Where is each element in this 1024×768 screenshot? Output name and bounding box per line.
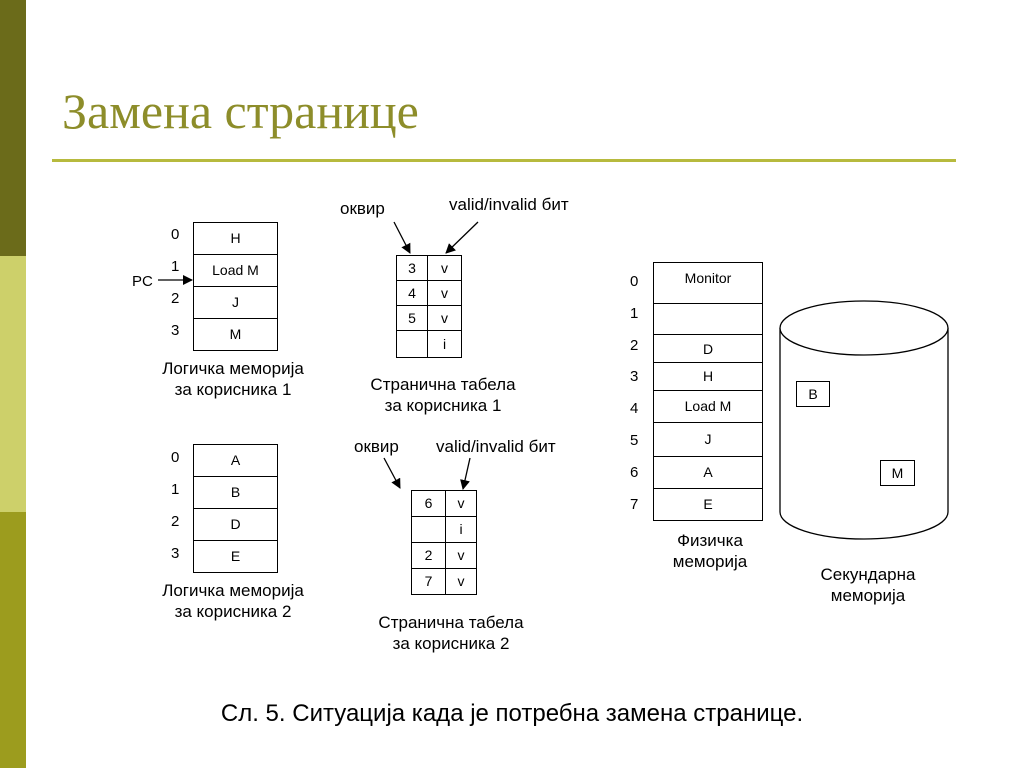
memory-frame: A (653, 456, 763, 489)
frame-index: 0 (630, 273, 639, 290)
frame-index: 5 (630, 432, 639, 449)
frame-cell: 5 (396, 305, 428, 331)
memory-frame: D (653, 334, 763, 363)
pc-label: PC (132, 273, 153, 290)
valid-invalid-label: valid/invalid бит (449, 195, 569, 214)
stored-page-m: M (880, 460, 915, 486)
frame-cell (396, 330, 428, 358)
index-label: 3 (171, 545, 180, 562)
accent-bar-top (0, 0, 26, 256)
bit-cell: i (427, 330, 462, 358)
logical-memory-2-label: Логичка меморија за корисника 2 (162, 581, 304, 621)
frame-arrow-1 (393, 221, 411, 254)
physical-memory-label: Физичка меморија (672, 531, 748, 571)
valid-invalid-label: valid/invalid бит (436, 437, 556, 456)
frame-index: 1 (630, 305, 639, 322)
memory-page: H (193, 222, 278, 255)
frame-cell: 2 (411, 542, 446, 569)
title-divider (52, 159, 956, 162)
frame-cell: 3 (396, 255, 428, 281)
memory-frame: Load M (653, 390, 763, 423)
memory-frame: E (653, 488, 763, 521)
memory-page: E (193, 540, 278, 573)
valid-arrow-1 (445, 221, 479, 254)
slide-title: Замена странице (62, 83, 419, 139)
page-table-2-label: Странична табела за корисника 2 (378, 613, 524, 653)
memory-page: M (193, 318, 278, 351)
index-label: 1 (171, 258, 180, 275)
accent-bar-middle (0, 256, 26, 512)
index-label: 2 (171, 290, 180, 307)
index-label: 2 (171, 513, 180, 530)
bit-cell: i (445, 516, 477, 543)
secondary-memory-cylinder (779, 300, 949, 540)
stored-page-b: B (796, 381, 830, 407)
frame-index: 3 (630, 368, 639, 385)
memory-page: Load M (193, 254, 278, 287)
memory-frame (653, 303, 763, 335)
index-label: 0 (171, 449, 180, 466)
frame-cell: 4 (396, 280, 428, 306)
monitor-frame: Monitor (653, 262, 763, 304)
memory-frame: J (653, 422, 763, 457)
frame-label: оквир (354, 437, 399, 456)
accent-bar-bottom (0, 512, 26, 768)
memory-page: J (193, 286, 278, 319)
valid-arrow-2 (460, 457, 471, 490)
bit-cell: v (445, 568, 477, 595)
bit-cell: v (445, 490, 477, 517)
secondary-memory-label: Секундарна меморија (820, 565, 916, 605)
figure-caption: Сл. 5. Ситуација када је потребна замена… (220, 700, 804, 727)
frame-index: 2 (630, 337, 639, 354)
index-label: 0 (171, 226, 180, 243)
memory-frame: H (653, 362, 763, 391)
bit-cell: v (427, 280, 462, 306)
index-label: 3 (171, 322, 180, 339)
bit-cell: v (445, 542, 477, 569)
frame-arrow-2 (383, 457, 401, 489)
memory-page: D (193, 508, 278, 541)
frame-index: 6 (630, 464, 639, 481)
index-label: 1 (171, 481, 180, 498)
bit-cell: v (427, 255, 462, 281)
frame-index: 7 (630, 496, 639, 513)
frame-cell: 6 (411, 490, 446, 517)
frame-label: оквир (340, 199, 385, 218)
memory-page: A (193, 444, 278, 477)
page-table-1-label: Странична табела за корисника 1 (370, 375, 516, 415)
logical-memory-1-label: Логичка меморија за корисника 1 (162, 359, 304, 399)
frame-index: 4 (630, 400, 639, 417)
frame-cell: 7 (411, 568, 446, 595)
bit-cell: v (427, 305, 462, 331)
frame-cell (411, 516, 446, 543)
memory-page: B (193, 476, 278, 509)
